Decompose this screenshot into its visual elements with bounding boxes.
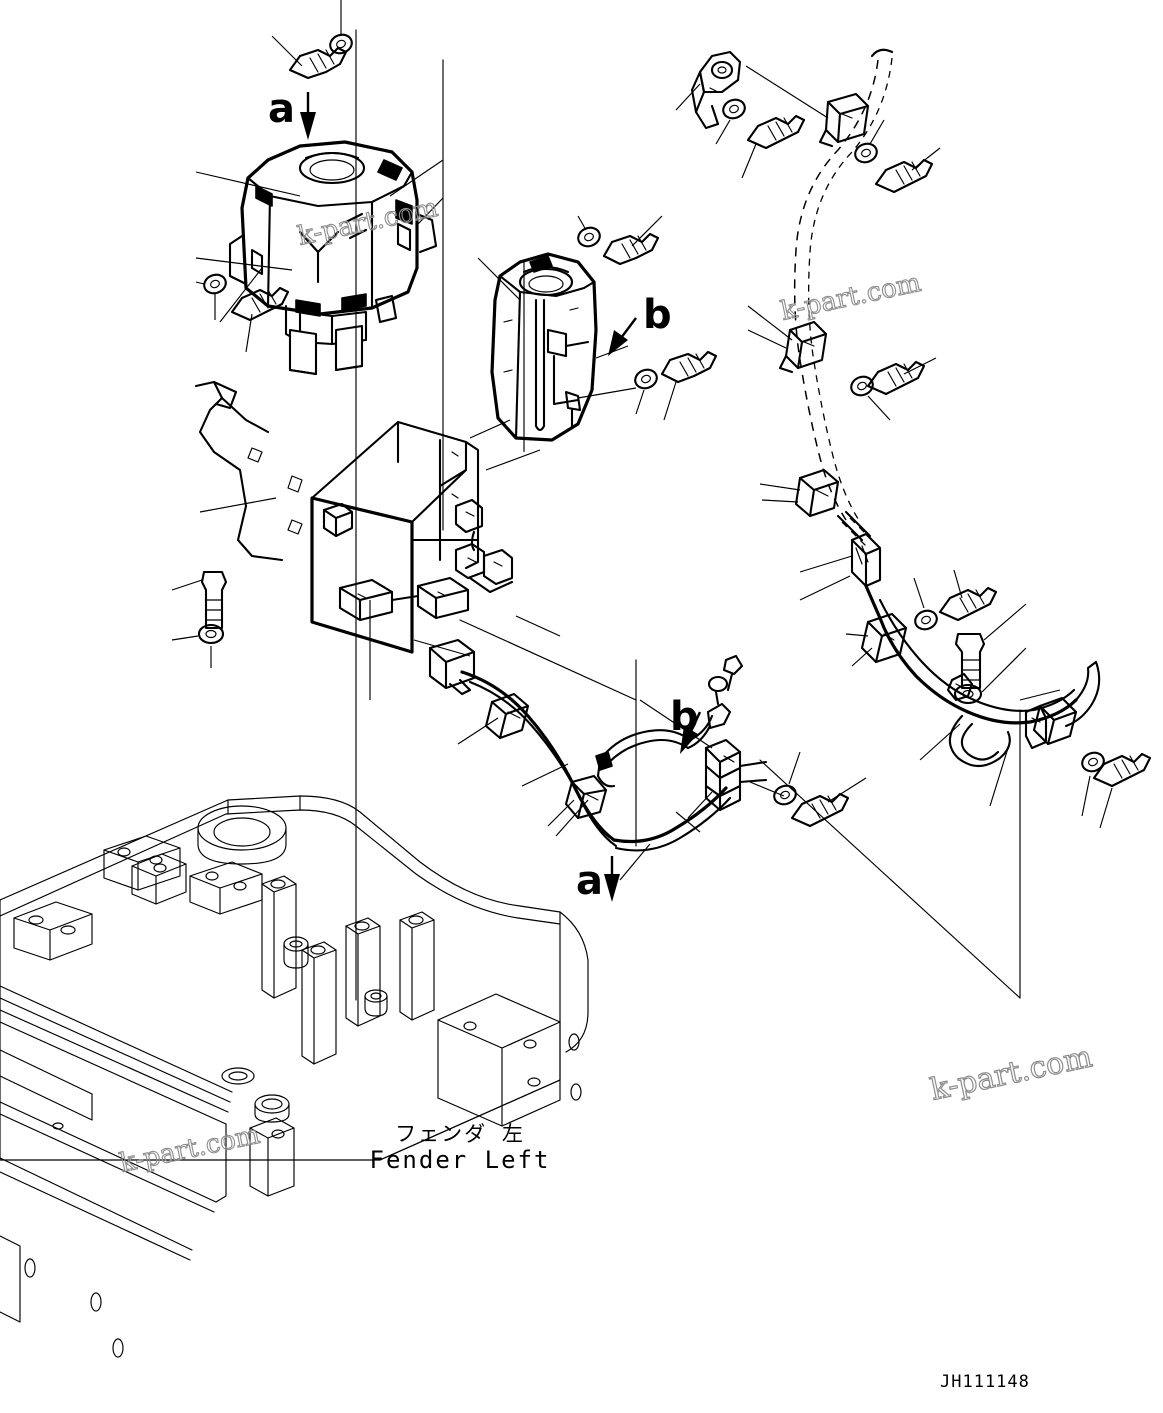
fastener-washer-r3	[850, 375, 891, 421]
fastener-washer-mid	[773, 751, 801, 806]
reference-mark-a-harness: a	[576, 858, 603, 904]
fastener-washer-tank-left	[195, 273, 227, 320]
fastener-bolt-tank-left	[230, 286, 290, 353]
reference-mark-b-harness: b	[670, 694, 699, 740]
fastener-bolt-r3	[866, 357, 937, 396]
fastener-washer-r1	[854, 119, 885, 164]
fastener-bolt-r2	[741, 114, 806, 179]
fastener-bolt-bracket-left	[171, 570, 228, 630]
fender-frame	[0, 795, 589, 1358]
fastener-bolt-reservoir-lower	[660, 350, 718, 421]
fastener-bolt-r6	[1092, 752, 1152, 829]
reservoir-tank	[469, 252, 637, 452]
mounting-bracket	[194, 380, 561, 700]
caption-japanese: フェンダ 左	[395, 1122, 525, 1146]
fastener-bolt-top-left	[271, 35, 348, 80]
caption-english: Fender Left	[369, 1146, 551, 1174]
ref-arrow-a-harness	[604, 856, 620, 902]
wiring-harness-lower	[413, 619, 785, 881]
fastener-washer-reservoir-top	[577, 215, 601, 248]
reference-mark-b-reservoir: b	[643, 292, 672, 338]
fastener-washer-reservoir-lower	[634, 368, 658, 415]
fastener-washer-bracket-left	[171, 623, 225, 668]
fastener-bolt-mid	[790, 777, 867, 828]
ref-arrow-a-top	[300, 92, 316, 140]
fastener-washer-r6	[1081, 751, 1105, 817]
fastener-washer-r4	[913, 577, 938, 631]
hose-routing-right	[675, 48, 1101, 999]
ref-arrow-b-harness	[680, 711, 702, 754]
drawing-number: JH111148	[940, 1372, 1030, 1392]
fastener-bolt-r4	[938, 569, 998, 622]
fastener-bolt-reservoir-top	[602, 215, 663, 266]
reference-mark-a-top: a	[268, 86, 295, 132]
fastener-washer-top-left	[329, 0, 353, 55]
washer-tank-pump	[195, 29, 444, 1001]
fastener-washer-r2	[715, 98, 746, 145]
fastener-washer-r5	[953, 647, 1027, 705]
fastener-bolt-r1	[874, 147, 941, 194]
ref-arrow-b-reservoir	[608, 317, 637, 356]
fastener-bolt-r5	[954, 603, 1027, 690]
